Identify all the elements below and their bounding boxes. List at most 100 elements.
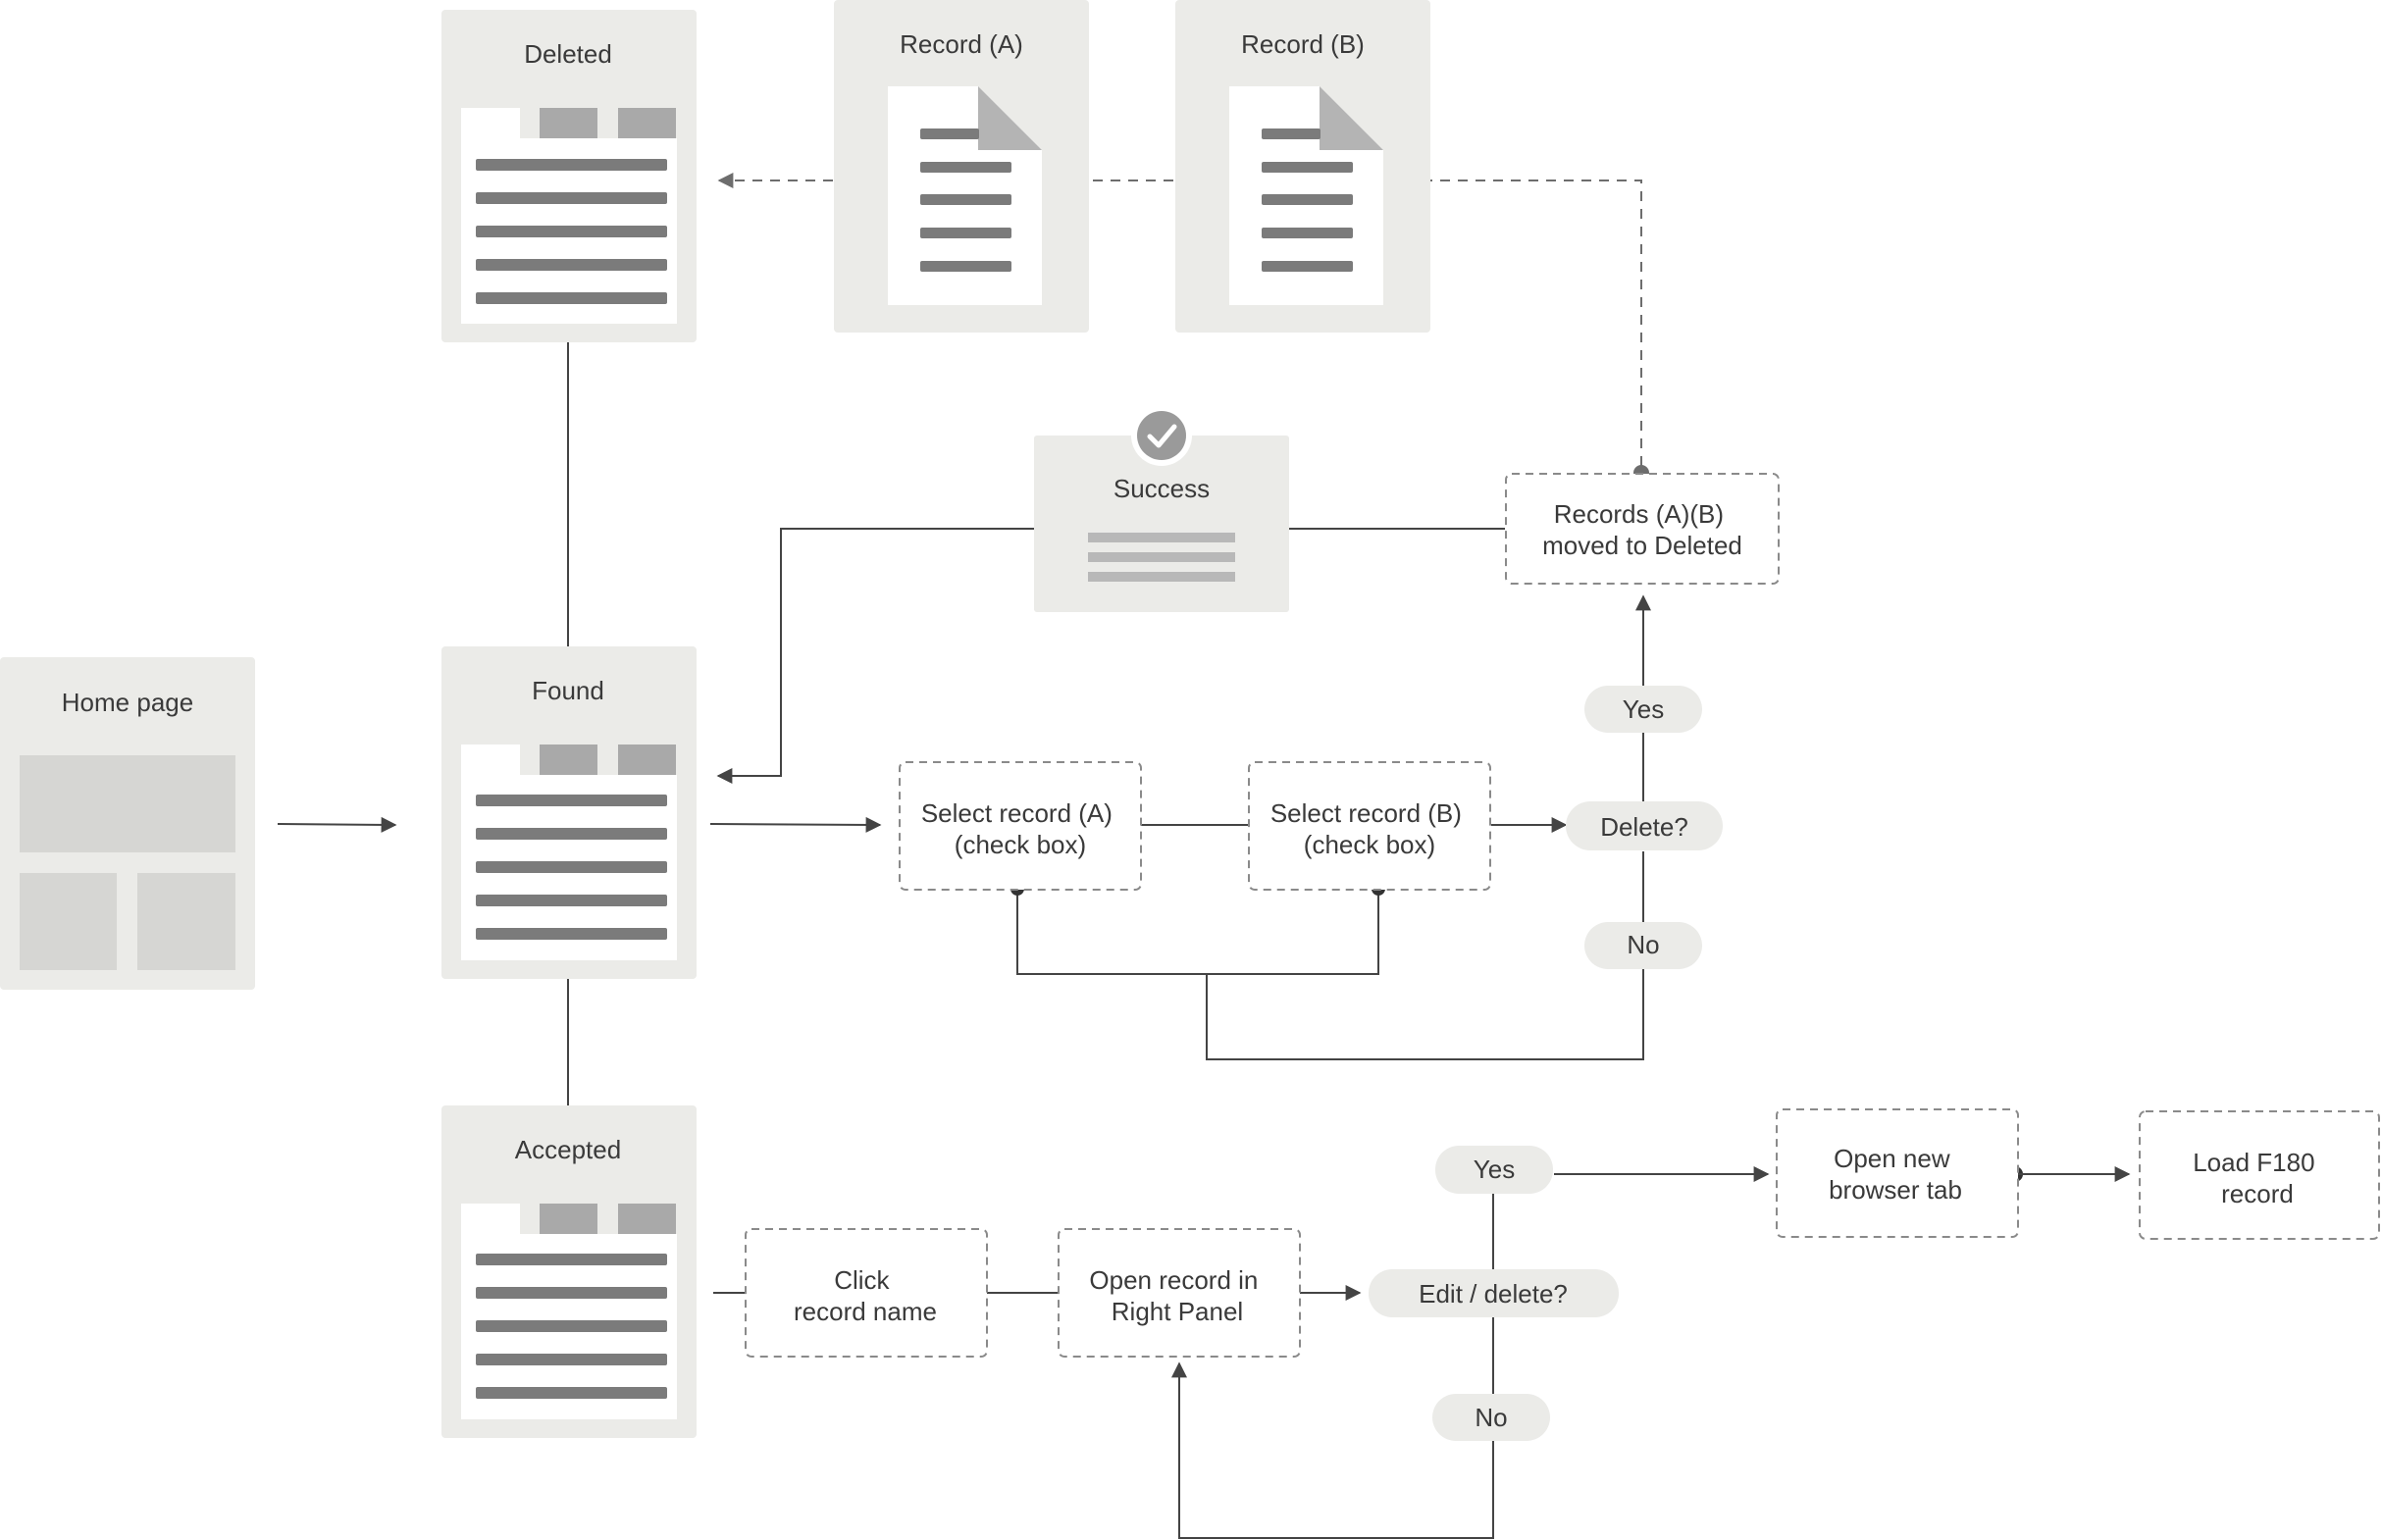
- deleted-title: Deleted: [524, 39, 612, 69]
- deleted-row: [476, 226, 667, 237]
- select-b-line-1: Select record (B): [1270, 798, 1462, 828]
- success-toast: Success: [1034, 405, 1289, 612]
- connectors: [277, 173, 2131, 1539]
- success-line: [1088, 552, 1235, 562]
- success-line: [1088, 572, 1235, 582]
- select-record-b-step: Select record (B) (check box): [1248, 761, 1491, 891]
- svg-text:Yes: Yes: [1474, 1155, 1515, 1184]
- deleted-tab-2: [618, 108, 676, 138]
- accepted-tab-2: [618, 1204, 676, 1234]
- click-line-1: Click: [834, 1265, 890, 1295]
- edit-delete-decision: Edit / delete?: [1369, 1269, 1619, 1317]
- accepted-row: [476, 1287, 667, 1299]
- deleted-row: [476, 159, 667, 171]
- record-b-line: [1262, 194, 1353, 205]
- select-a-line-1: Select record (A): [921, 798, 1113, 828]
- delete-no-label: No: [1584, 922, 1702, 969]
- load-line-2: record: [2221, 1179, 2294, 1208]
- svg-text:No: No: [1475, 1403, 1507, 1432]
- svg-text:Records (A)(B) moved to: Records (A)(B) moved to Deleted: [1542, 499, 1742, 560]
- edit-no-label: No: [1432, 1394, 1550, 1441]
- svg-text:No: No: [1627, 930, 1659, 959]
- moved-line-2: moved to Deleted: [1542, 531, 1742, 560]
- found-row: [476, 895, 667, 906]
- record-b-line: [1262, 261, 1353, 272]
- record-a-line: [920, 261, 1011, 272]
- found-to-select-a-arrow: [709, 816, 882, 833]
- record-a-doc-fold: [978, 86, 1042, 150]
- check-icon-mark: [1147, 424, 1177, 448]
- record-b-doc-fold: [1320, 86, 1383, 150]
- record-a-line: [920, 194, 1011, 205]
- found-tab-1: [540, 744, 597, 775]
- deleted-screen: Deleted: [441, 10, 697, 342]
- svg-text:Click record name: Click record name: [794, 1265, 937, 1326]
- load-record-step: Load F180 record: [2139, 1110, 2380, 1240]
- record-a-line: [920, 228, 1011, 238]
- found-row: [476, 861, 667, 873]
- record-a-line: [920, 128, 979, 139]
- deleted-list-sheet: [461, 108, 677, 324]
- svg-text:Load F180 record: Load F180 record: [2193, 1148, 2322, 1208]
- success-title: Success: [1113, 474, 1210, 503]
- record-b-line: [1262, 128, 1320, 139]
- moved-to-records-dashed: [1430, 180, 1642, 466]
- record-b-line: [1262, 162, 1353, 173]
- deleted-tab-1: [540, 108, 597, 138]
- select-b-line-2: (check box): [1304, 830, 1435, 859]
- accepted-row: [476, 1387, 667, 1399]
- found-row: [476, 928, 667, 940]
- delete-decision: Delete?: [1566, 801, 1723, 850]
- home-hero-block: [20, 755, 235, 852]
- delete-no-loop: [1206, 947, 1644, 1060]
- accepted-row: [476, 1354, 667, 1365]
- record-b-card: Record (B): [1175, 0, 1430, 333]
- records-moved-step: Records (A)(B) moved to Deleted: [1505, 473, 1780, 585]
- svg-text:Yes: Yes: [1623, 694, 1664, 724]
- found-screen: Found: [441, 646, 697, 979]
- accepted-title: Accepted: [515, 1135, 621, 1164]
- home-page-title: Home page: [62, 688, 193, 717]
- record-a-line: [920, 162, 1011, 173]
- deleted-row: [476, 292, 667, 304]
- record-b-line: [1262, 228, 1353, 238]
- click-line-2: record name: [794, 1297, 937, 1326]
- delete-yes-label: Yes: [1584, 686, 1702, 733]
- found-title: Found: [532, 676, 604, 705]
- record-b-title: Record (B): [1241, 29, 1365, 59]
- select-record-a-step: Select record (A) (check box): [899, 761, 1142, 891]
- home-tile-right: [137, 873, 235, 970]
- home-page-card: Home page: [0, 657, 255, 990]
- select-a-line-2: (check box): [955, 830, 1086, 859]
- open-panel-line-2: Right Panel: [1112, 1297, 1243, 1326]
- accepted-row: [476, 1254, 667, 1265]
- record-a-title: Record (A): [900, 29, 1023, 59]
- click-record-name-step: Click record name: [745, 1228, 988, 1358]
- record-a-card: Record (A): [834, 0, 1089, 333]
- success-to-found-arrow: [716, 528, 1034, 784]
- accepted-tab-1: [540, 1204, 597, 1234]
- found-row: [476, 795, 667, 806]
- home-tile-left: [20, 873, 117, 970]
- svg-text:Open record in Right Pan: Open record in Right Panel: [1089, 1265, 1265, 1326]
- found-row: [476, 828, 667, 840]
- edit-yes-label: Yes: [1435, 1146, 1553, 1194]
- check-icon: [1137, 411, 1186, 460]
- accepted-row: [476, 1320, 667, 1332]
- load-line-1: Load F180: [2193, 1148, 2314, 1177]
- success-line: [1088, 533, 1235, 542]
- svg-text:Open new browser tab: Open new browser tab: [1829, 1144, 1962, 1205]
- svg-text:Select record (B) (check: Select record (B) (check box): [1270, 798, 1469, 859]
- delete-decision-label: Delete?: [1600, 812, 1688, 842]
- deleted-row: [476, 192, 667, 204]
- edit-delete-label: Edit / delete?: [1419, 1279, 1568, 1309]
- deleted-row: [476, 259, 667, 271]
- home-to-found-arrow: [277, 816, 397, 833]
- open-tab-line-1: Open new: [1834, 1144, 1950, 1173]
- open-browser-tab-step: Open new browser tab: [1776, 1108, 2019, 1238]
- open-panel-line-1: Open record in: [1089, 1265, 1258, 1295]
- svg-text:Select record (A) (check: Select record (A) (check box): [921, 798, 1119, 859]
- select-handles-loop: [1016, 889, 1379, 975]
- moved-line-1: Records (A)(B): [1554, 499, 1724, 529]
